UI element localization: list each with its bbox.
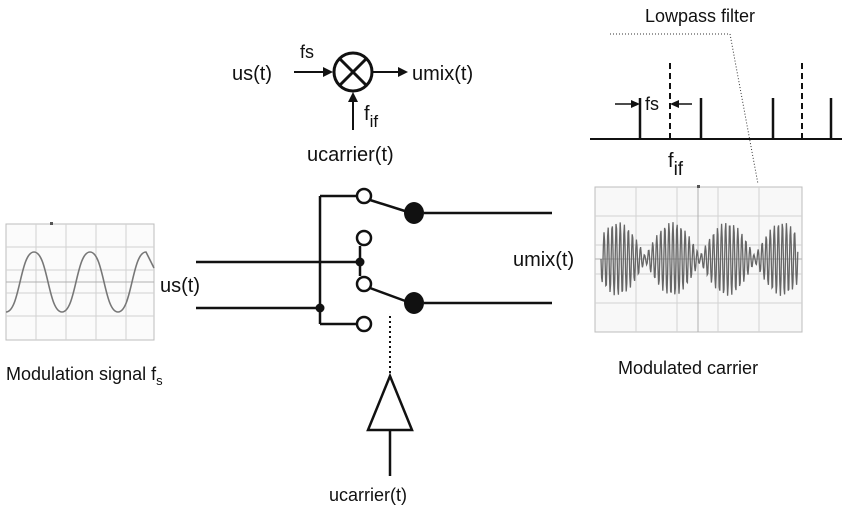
modulation-caption-main: Modulation signal f <box>6 364 157 384</box>
junction-dot-upper <box>355 257 365 267</box>
mixer-output-label: umix(t) <box>412 63 473 85</box>
spectrum-center: fif <box>668 150 684 180</box>
filter-leader-diagonal <box>729 33 759 185</box>
mixer-input-label: us(t) <box>232 63 272 85</box>
modulation-sine-trace <box>5 251 155 313</box>
carrier-scope: Modulated carrier <box>594 185 803 378</box>
modulation-scope-trigger-mark <box>50 222 53 225</box>
carrier-scope-trigger-mark <box>697 185 700 188</box>
switch-contact-3 <box>355 275 373 293</box>
mixer-input-freq-label: fs <box>300 42 314 62</box>
mixer-block: us(t) fs umix(t) fif ucarrier(t) <box>232 42 473 166</box>
mixer-lo-label: ucarrier(t) <box>307 144 394 166</box>
fs-arrowhead-right <box>670 100 679 108</box>
lowpass-filter-label: Lowpass filter <box>645 6 755 26</box>
switch-contact-4 <box>355 315 373 333</box>
driver-amplifier-icon <box>366 372 414 432</box>
switch-circuit: us(t) umix(t) ucarrier(t) <box>160 187 574 505</box>
modulation-caption: Modulation signal fs <box>6 364 163 388</box>
spectrum-plot: Lowpass filter fs fif <box>590 6 842 185</box>
carrier-trace <box>600 222 799 296</box>
mixer-multiplier-icon <box>332 51 374 93</box>
driver-label: ucarrier(t) <box>329 485 407 505</box>
mixer-lo-freq-main: f <box>364 103 370 125</box>
switch-contact-1 <box>355 187 373 205</box>
modulation-caption-sub: s <box>156 373 163 388</box>
spacing-label: fs <box>645 94 659 114</box>
mixer-lo-arrowhead <box>348 92 358 102</box>
switch-arm-lower <box>369 286 409 304</box>
mixer-lo-freq-sub: if <box>370 112 379 131</box>
switch-arm-upper <box>369 198 409 214</box>
spectrum-center-sub: if <box>674 159 684 180</box>
switch-pivot-lower <box>404 292 424 314</box>
switch-pivot-upper <box>404 202 424 224</box>
circuit-output-label: umix(t) <box>513 249 574 271</box>
junction-dot-lower <box>315 303 325 313</box>
switch-contact-2 <box>355 229 373 247</box>
mixer-input-arrowhead <box>323 67 333 77</box>
mixer-lo-freq: fif <box>364 103 378 131</box>
spectrum-center-main: f <box>668 150 674 172</box>
carrier-caption: Modulated carrier <box>618 358 758 378</box>
circuit-input-label: us(t) <box>160 275 200 297</box>
fs-arrowhead-left <box>631 100 640 108</box>
modulation-scope: Modulation signal fs <box>5 222 163 388</box>
mixer-output-arrowhead <box>398 67 408 77</box>
